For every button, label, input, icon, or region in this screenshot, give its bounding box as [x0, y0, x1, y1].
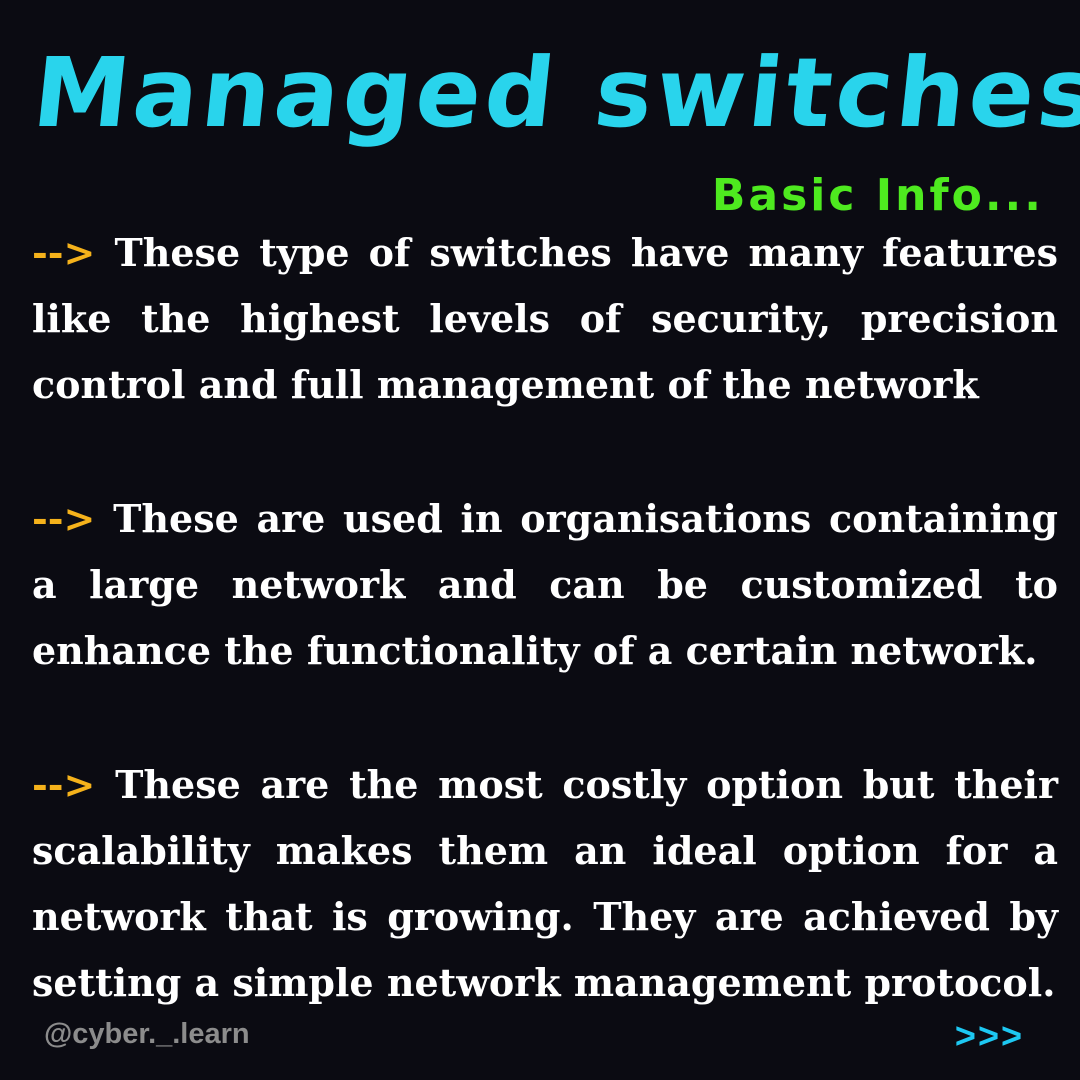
arrow-marker: --> — [32, 496, 96, 541]
next-slide-arrows[interactable]: >>> — [954, 1015, 1024, 1056]
info-points: --> These type of switches have many fea… — [32, 220, 1058, 1080]
info-point-text: These are used in organisations containi… — [32, 496, 1059, 673]
info-point-2: --> These are used in organisations cont… — [32, 486, 1058, 684]
info-point-text: These type of switches have many feature… — [32, 230, 1058, 407]
info-point-1: --> These type of switches have many fea… — [32, 220, 1058, 418]
page-title: Managed switches — [28, 37, 1080, 149]
author-handle: @cyber._.learn — [44, 1018, 250, 1050]
info-point-3: --> These are the most costly option but… — [32, 752, 1058, 1016]
info-point-text: These are the most costly option but the… — [32, 762, 1059, 1005]
page-subtitle: Basic Info... — [711, 170, 1044, 221]
arrow-marker: --> — [32, 762, 96, 807]
arrow-marker: --> — [32, 230, 96, 275]
